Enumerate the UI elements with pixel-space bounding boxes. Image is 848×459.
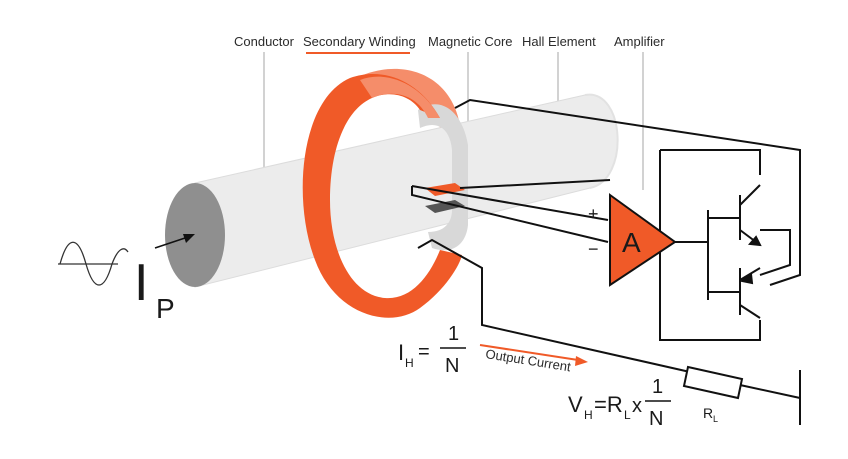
winding-top-wire: [454, 98, 801, 286]
amplifier-symbol: A: [622, 227, 641, 258]
hall-feed-upper: [411, 185, 609, 221]
primary-current-arrow: [154, 234, 195, 249]
transistor-left-rail: [659, 150, 761, 341]
transistor-top-rail: [660, 149, 761, 175]
hall-element-chip: [425, 183, 465, 196]
hall-eq-equals: =: [418, 341, 430, 363]
label-magnetic-core: Magnetic Core: [428, 34, 513, 49]
resistor-label: R: [703, 405, 713, 421]
volt-eq-middle-sub: L: [624, 408, 631, 422]
label-secondary-winding: Secondary Winding: [303, 34, 416, 49]
volt-eq-lhs: V: [568, 392, 583, 417]
label-conductor: Conductor: [234, 34, 295, 49]
hall-eq-lhs-sub: H: [405, 356, 414, 370]
conductor-end-cap: [165, 183, 225, 287]
hall-eq-lhs: I: [398, 340, 404, 365]
amplifier-triangle: [609, 193, 677, 287]
conductor-far-end: [584, 93, 619, 189]
minus-sign: −: [588, 239, 599, 259]
hall-bias-wire: [459, 179, 611, 189]
hall-eq-denominator: N: [445, 355, 459, 377]
hall-equation: I H = 1 N: [398, 323, 466, 377]
primary-current-wave: [58, 241, 129, 286]
winding-bottom-wire: [417, 238, 691, 373]
voltage-equation: V H =R L x 1 N: [568, 376, 671, 430]
load-resistor: [682, 365, 744, 400]
volt-eq-lhs-sub: H: [584, 408, 593, 422]
hall-element-base: [425, 200, 465, 213]
volt-eq-middle: =R: [594, 392, 623, 417]
hall-feed-lower: [411, 186, 609, 243]
volt-eq-denominator: N: [649, 408, 663, 430]
primary-current-subscript: P: [156, 293, 175, 324]
output-current-arrow: [479, 344, 588, 366]
conductor-body: [194, 94, 618, 288]
secondary-winding: [302, 74, 462, 318]
primary-current-symbol: I: [134, 254, 148, 312]
hall-element: [425, 183, 465, 213]
conductor: [165, 93, 619, 288]
magnetic-core: [418, 104, 468, 251]
transistor-mid-link: [759, 229, 791, 276]
component-labels: Conductor Secondary Winding Magnetic Cor…: [234, 34, 665, 54]
secondary-winding-highlight: [360, 76, 440, 118]
upper-transistor: [708, 184, 762, 247]
volt-eq-times: x: [632, 395, 642, 417]
volt-eq-numerator: 1: [652, 376, 663, 398]
output-current-label: Output Current: [485, 346, 573, 374]
amplifier: A + −: [588, 193, 677, 287]
label-amplifier: Amplifier: [614, 34, 665, 49]
circuit-wires: [411, 98, 801, 425]
label-hall-element: Hall Element: [522, 34, 596, 49]
resistor-label-sub: L: [713, 414, 718, 424]
plus-sign: +: [588, 204, 599, 224]
lower-transistor: [708, 267, 761, 319]
hall-eq-numerator: 1: [448, 323, 459, 345]
load-return-wire: [739, 384, 801, 399]
